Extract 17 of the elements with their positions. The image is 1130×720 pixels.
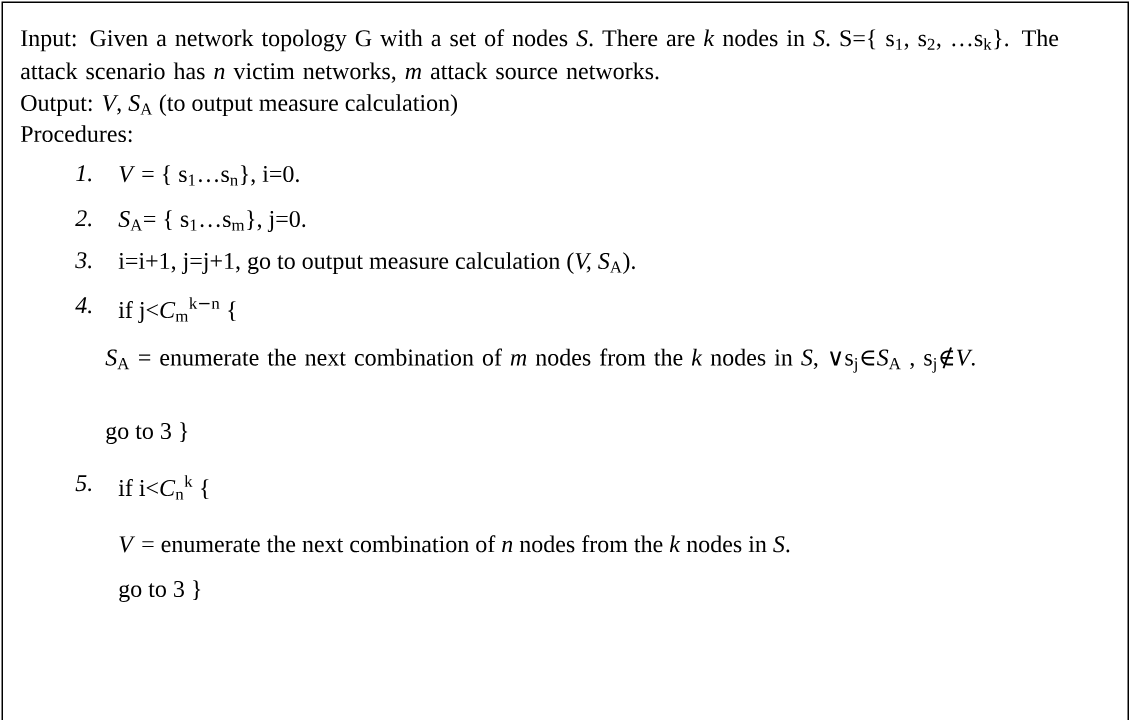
step-number: 5.	[75, 475, 92, 492]
step-number: 4.	[75, 297, 92, 314]
step-text: i=i+1, j=j+1, go to output measure calculation (V, S$_{A}$).	[118, 252, 635, 275]
step-text: S$_{A}$= { s$_{1}$…s$_{m}$}, j=0.	[118, 210, 306, 232]
step-number: 3.	[75, 252, 92, 269]
step-text: V = enumerate the next combination of n nodes from the k nodes in S.	[119, 535, 790, 553]
step-text: go to 3 }	[106, 422, 188, 444]
paragraph: Input: Given a network topology G with a set of nodes S. There are k nodes in S. S={ s$_{1}$, s$_{2}$, …s$_{k}$}. The attack scenario has n victim networks, m attack source networks.	[21, 29, 1059, 83]
step-text: if i<C$_{n}$$^{k}$ {	[118, 475, 209, 500]
step-text: if j<C$_{m}$$^{k−n}$ {	[118, 297, 236, 323]
step-number: 2.	[75, 210, 92, 227]
step-text: go to 3 }	[119, 580, 201, 602]
text-line: Output: V, S$_{A}$ (to output measure calculation)	[21, 94, 458, 116]
step-number: 1.	[76, 165, 92, 182]
heading: Procedures:	[20, 125, 132, 143]
step-text: V = { s$_{1}$…s$_{n}$}, i=0.	[119, 165, 299, 186]
step-text: S$_{A}$ = enumerate the next combination of m nodes from the k nodes in S, ∨s$_{j}$∈S$_{A}$ , s$_{j}$∉V.	[105, 347, 975, 373]
